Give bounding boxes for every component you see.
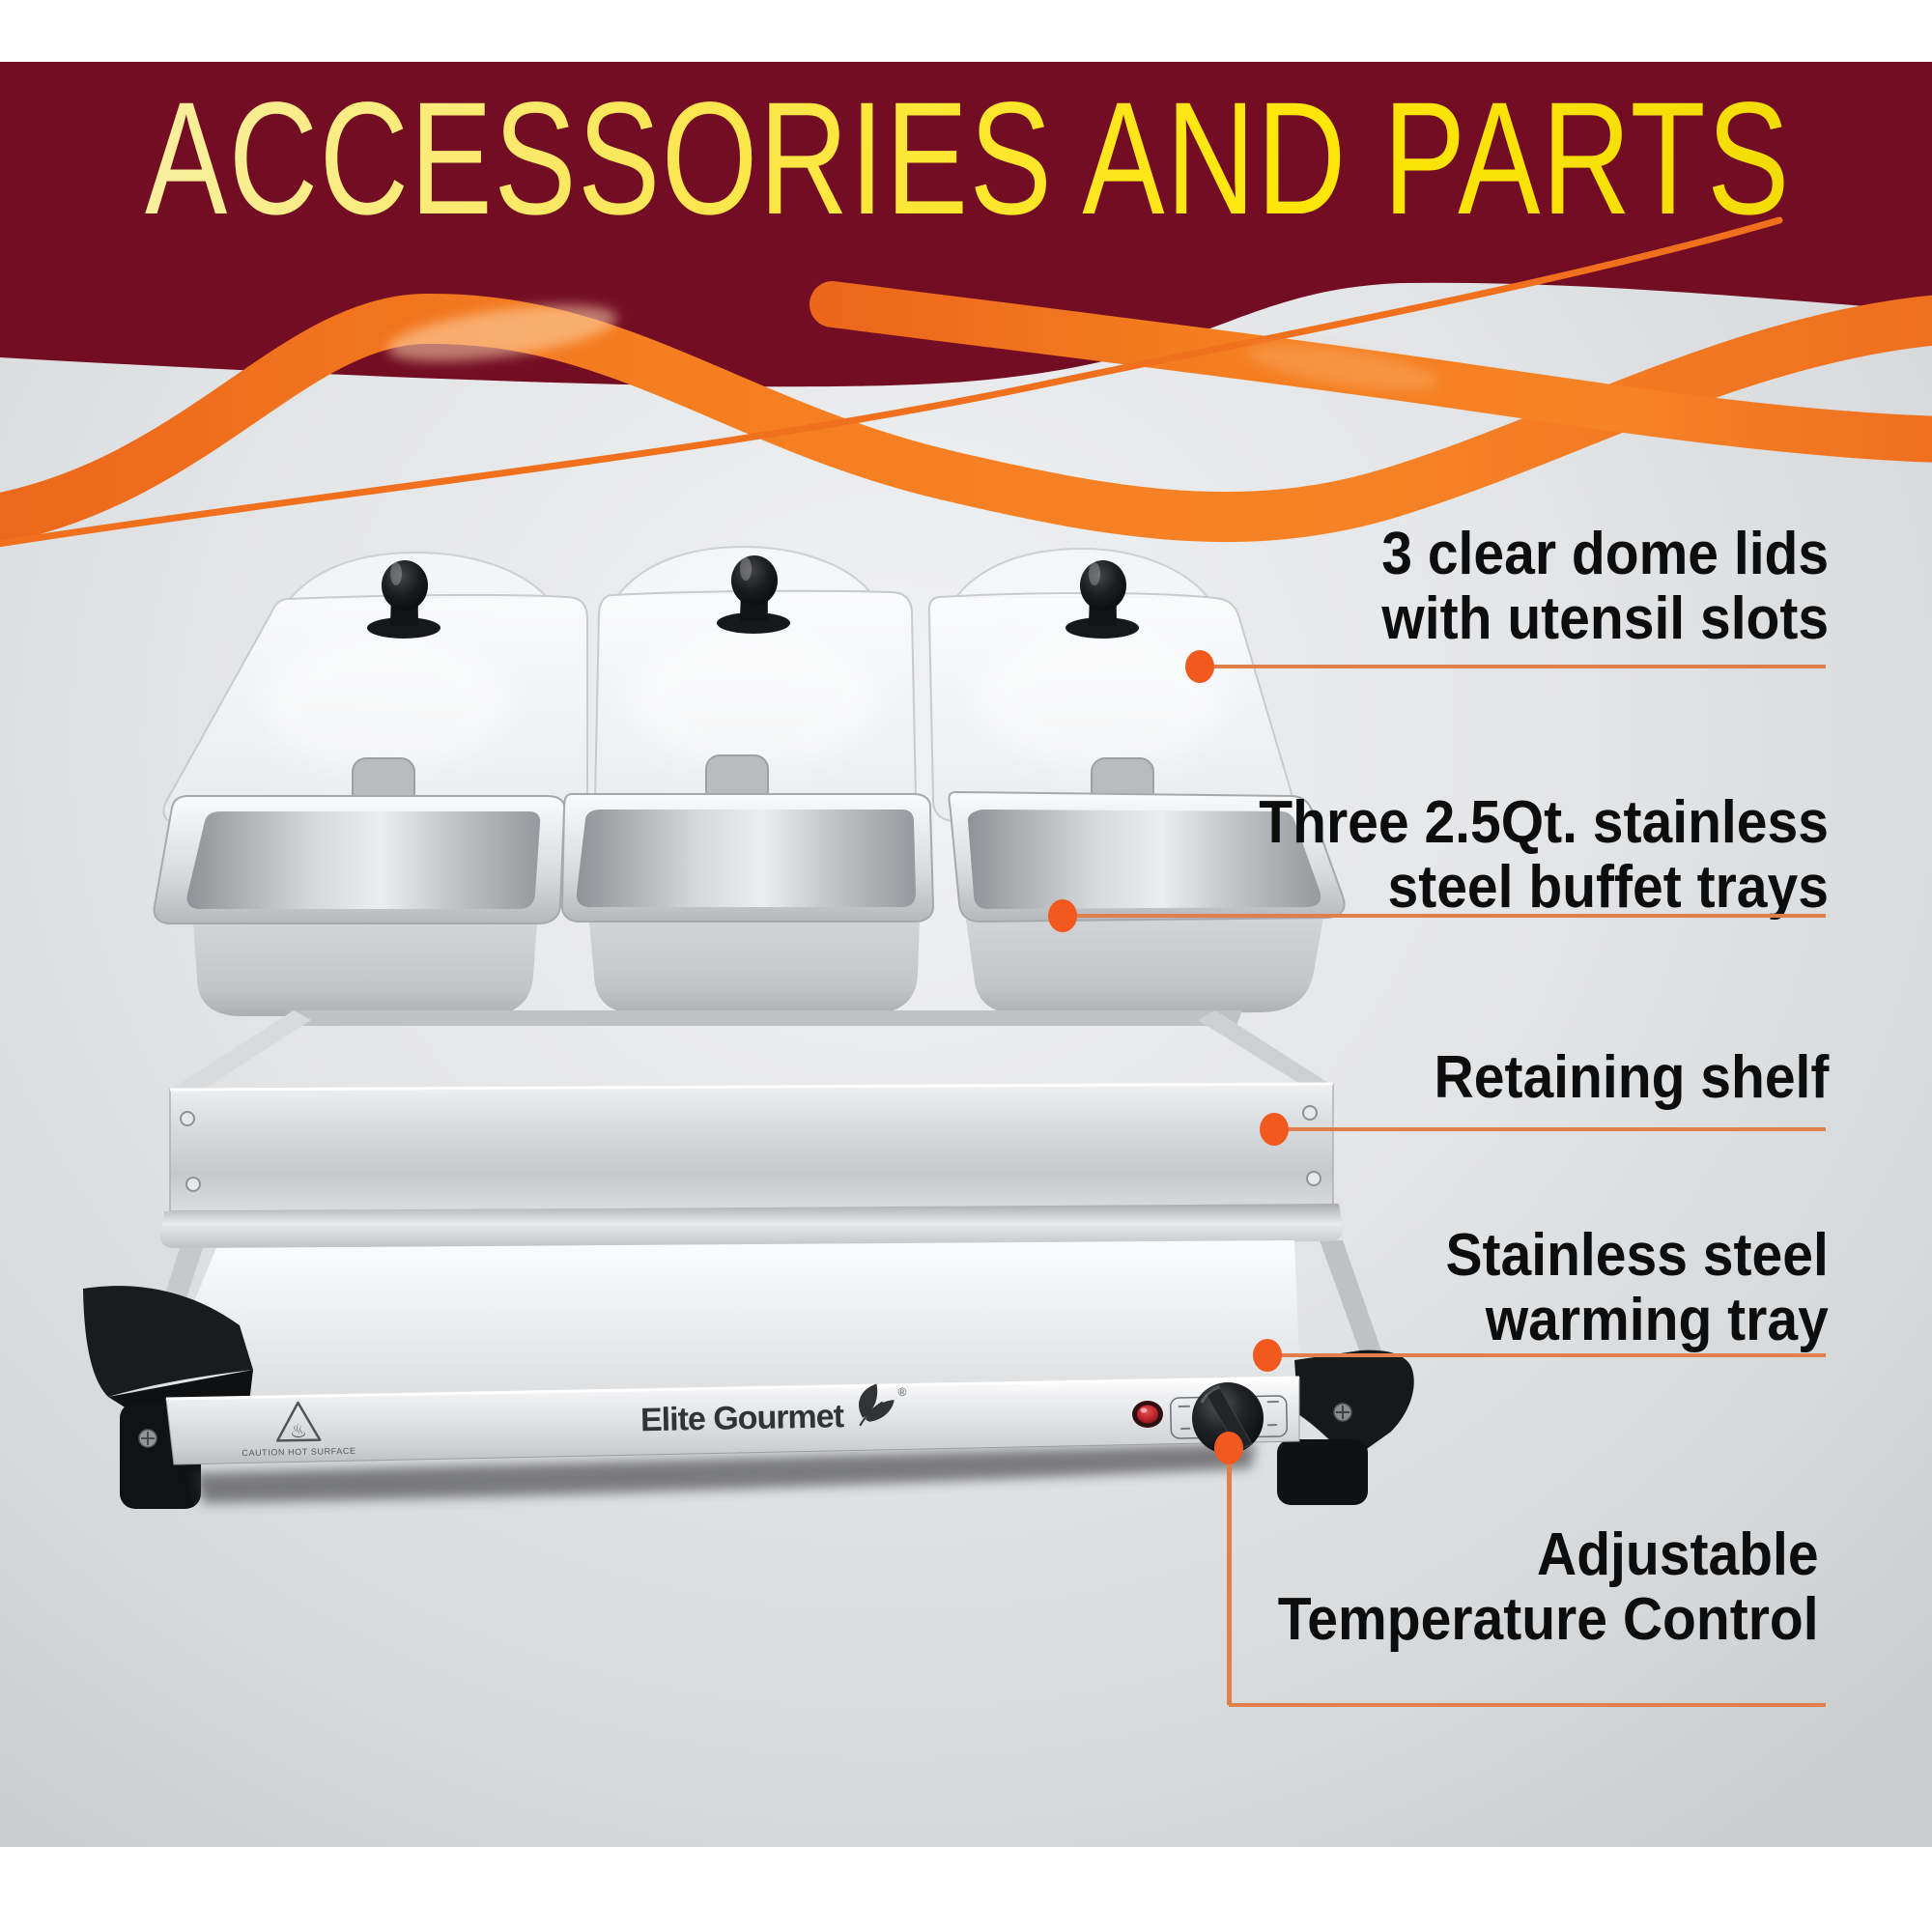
retaining-shelf — [141, 1010, 1383, 1372]
base-left-handle — [83, 1286, 253, 1397]
warming-tray-base: ♨ CAUTION HOT SURFACE Elite Gourmet ® — [83, 1240, 1414, 1509]
leader-line-temperature-vertical — [1227, 1448, 1232, 1705]
tray-basin — [576, 810, 916, 907]
dome-lid-middle — [593, 545, 918, 823]
shelf-right-leg — [1320, 1240, 1383, 1358]
pilot-light — [1132, 1401, 1163, 1428]
screw-icon-right — [1333, 1403, 1352, 1422]
ribbon-sheen-2 — [1247, 344, 1438, 390]
ribbon-sheen — [387, 304, 617, 362]
panel-tick-marks — [1178, 1395, 1279, 1430]
shelf-rivets — [180, 1105, 1321, 1192]
shelf-left-rail — [170, 1010, 311, 1097]
brand-logo: Elite Gourmet ® — [640, 1383, 907, 1438]
screw-icon — [138, 1429, 157, 1448]
product-illustration: ♨ CAUTION HOT SURFACE Elite Gourmet ® — [83, 545, 1414, 1509]
page-title: ACCESSORIES AND PARTS — [145, 70, 1791, 248]
lid-knob-left — [367, 560, 440, 639]
base-deck — [153, 1240, 1300, 1401]
ribbon-swoosh — [0, 216, 1932, 548]
dome-lid-left — [162, 551, 588, 827]
dome-lids — [162, 545, 1293, 827]
base-ground-shadow — [193, 1443, 1256, 1503]
leader-line-temperature-horizontal — [1229, 1703, 1826, 1707]
callout-label-dome-lids: 3 clear dome lids with utensil slots — [1381, 521, 1829, 652]
ribbon-upper — [810, 281, 1932, 463]
hot-surface-icon: ♨ CAUTION HOT SURFACE — [242, 1401, 356, 1458]
registered-icon: ® — [897, 1385, 906, 1399]
lid-knob-right — [1065, 560, 1139, 639]
tray-body — [193, 923, 537, 1016]
buffet-trays — [153, 790, 1346, 1016]
temperature-knob — [1192, 1382, 1264, 1454]
leader-line-warming-tray — [1267, 1353, 1826, 1357]
leaf-icon — [859, 1383, 895, 1427]
callout-label-warming-tray: Stainless steel warming tray — [1445, 1222, 1829, 1353]
callout-label-retaining-shelf: Retaining shelf — [1434, 1044, 1829, 1111]
shelf-flange — [160, 1204, 1343, 1248]
buffet-tray-right — [948, 790, 1346, 1014]
base-right-handle — [1294, 1350, 1414, 1461]
tray-basin — [186, 811, 541, 909]
callout-dot-warming-tray — [1253, 1339, 1282, 1372]
brand-text: Elite Gourmet — [640, 1398, 844, 1438]
tray-body — [966, 918, 1323, 1014]
leader-line-buffet-trays — [1063, 914, 1826, 918]
shelf-right-rail — [1198, 1010, 1333, 1094]
lid-dome-arch — [953, 547, 1210, 598]
ribbon-thin-line — [0, 216, 1783, 548]
base-right-foot — [1277, 1439, 1368, 1505]
callout-dot-buffet-trays — [1048, 899, 1077, 932]
leader-line-retaining-shelf — [1274, 1127, 1826, 1131]
callout-dot-dome-lids — [1185, 650, 1214, 683]
lid-knob-middle — [717, 555, 790, 634]
dome-lid-right — [927, 547, 1293, 823]
callout-dot-retaining-shelf — [1260, 1113, 1289, 1146]
callout-dot-temperature-control — [1214, 1432, 1243, 1464]
callout-label-temperature-control: Adjustable Temperature Control — [1278, 1521, 1819, 1653]
leader-line-dome-lids — [1200, 665, 1826, 668]
callout-label-buffet-trays: Three 2.5Qt. stainless steel buffet tray… — [1259, 789, 1829, 921]
hot-surface-glyph: ♨ — [290, 1421, 307, 1442]
buffet-tray-middle — [560, 793, 935, 1014]
tray-basin — [967, 810, 1321, 909]
caution-label: CAUTION HOT SURFACE — [242, 1446, 355, 1458]
buffet-tray-left — [153, 795, 566, 1016]
tray-body — [589, 922, 920, 1014]
shelf-back-rail — [290, 1010, 1242, 1026]
shelf-front-face — [169, 1083, 1334, 1212]
